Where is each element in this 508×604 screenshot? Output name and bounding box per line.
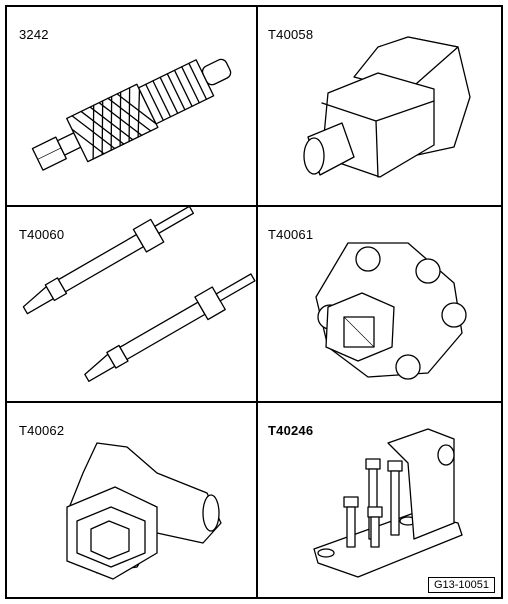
tool-label-t40058: T40058 bbox=[268, 27, 314, 42]
tool-cell-t40246: T40246 G13-10051 bbox=[258, 403, 503, 599]
tool-illustration-t40061 bbox=[315, 242, 467, 380]
tool-illustration-t40246 bbox=[313, 428, 463, 578]
tool-label-t40062: T40062 bbox=[19, 423, 65, 438]
row-divider-1 bbox=[7, 205, 501, 207]
figure-reference: G13-10051 bbox=[427, 577, 495, 593]
tool-illustration-3242 bbox=[31, 58, 232, 171]
tool-illustration-t40058 bbox=[303, 36, 471, 178]
tool-grid: 3242 bbox=[5, 5, 503, 599]
tool-illustration-t40062 bbox=[66, 442, 222, 580]
tool-cell-t40060: T40060 bbox=[7, 205, 256, 401]
tool-label-t40246: T40246 bbox=[268, 423, 314, 438]
tool-label-3242: 3242 bbox=[19, 27, 49, 42]
column-divider bbox=[256, 7, 258, 597]
tool-label-t40061: T40061 bbox=[268, 227, 314, 242]
tool-cell-t40062: T40062 bbox=[7, 403, 256, 599]
tool-cell-t40058: T40058 bbox=[258, 7, 503, 205]
row-divider-2 bbox=[7, 401, 501, 403]
tool-illustration-t40060 bbox=[22, 205, 256, 382]
tool-cell-t40061: T40061 bbox=[258, 207, 503, 401]
tool-cell-3242: 3242 bbox=[7, 7, 256, 205]
tool-label-t40060: T40060 bbox=[19, 227, 65, 242]
